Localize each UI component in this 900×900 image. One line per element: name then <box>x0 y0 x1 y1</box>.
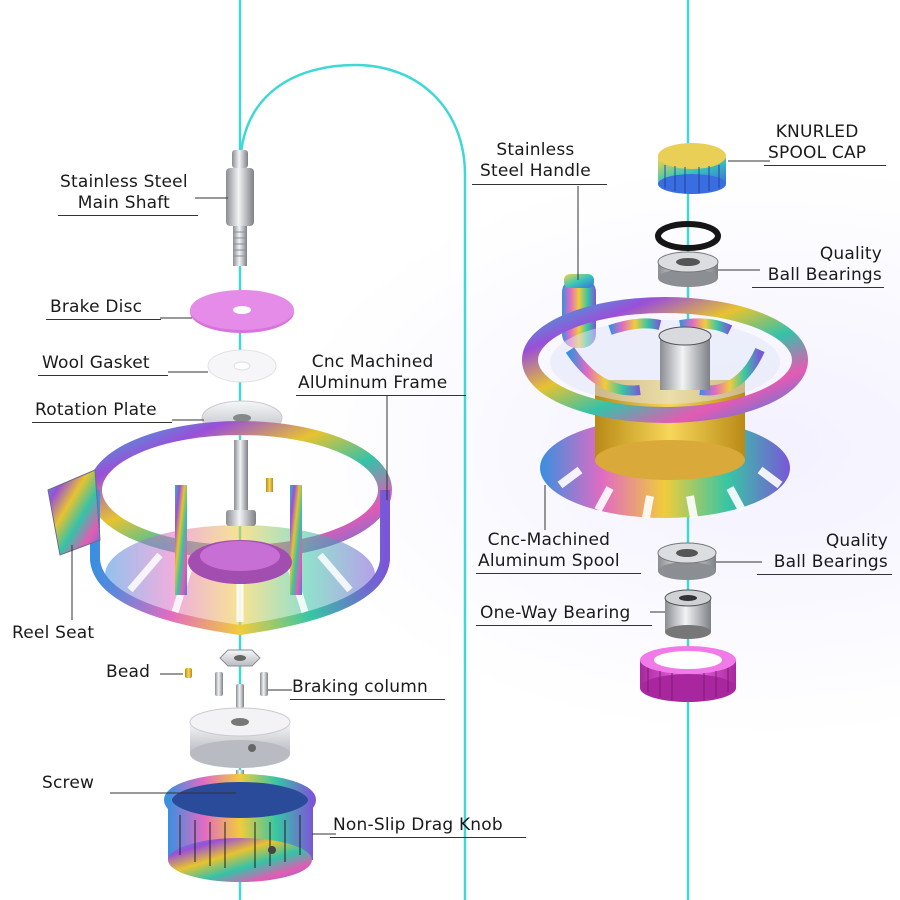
label-rotation-plate: Rotation Plate <box>35 400 157 420</box>
label-main-shaft-line2: Main Shaft <box>77 193 171 213</box>
label-screw: Screw <box>42 773 95 793</box>
label-wool-gasket: Wool Gasket <box>42 353 150 373</box>
underline-spool <box>476 573 641 574</box>
label-bearings-bottom-line1: Quality <box>825 531 888 551</box>
label-spool: Cnc-Machined Aluminum Spool <box>478 530 620 572</box>
top-ball-bearing-part <box>657 251 719 287</box>
fishing-line-loop <box>238 63 467 900</box>
underline-handle <box>472 184 607 185</box>
leader-lines <box>71 160 770 835</box>
label-spool-line2: Aluminum Spool <box>478 551 620 571</box>
label-spool-cap-line1: KNURLED <box>775 122 859 142</box>
label-spool-cap: KNURLED SPOOL CAP <box>768 122 866 164</box>
underline-bearings-bottom <box>757 574 892 575</box>
label-bearings-bottom: Quality Ball Bearings <box>774 531 888 573</box>
bottom-ball-bearing-part <box>657 542 717 580</box>
label-frame-line1: Cnc Machined <box>311 352 434 372</box>
spool-cap-part <box>658 143 726 194</box>
drag-knob-part <box>164 774 316 882</box>
label-handle-line1: Stainless <box>496 140 575 160</box>
underline-frame <box>296 395 466 396</box>
label-frame-line2: AlUminum Frame <box>298 373 448 393</box>
underline-bearings-top <box>752 287 884 288</box>
underline-main-shaft <box>58 215 198 216</box>
underline-rotation-plate <box>32 422 172 423</box>
label-bearings-top-line2: Ball Bearings <box>767 265 882 285</box>
drag-base-part <box>189 707 291 768</box>
o-ring-part <box>655 221 721 251</box>
braking-columns-part <box>215 672 268 708</box>
underline-one-way-bearing <box>476 625 652 626</box>
underline-drag-knob <box>330 837 526 838</box>
spool-part <box>522 297 808 519</box>
label-handle-line2: Steel Handle <box>480 161 591 181</box>
label-spool-line1: Cnc-Machined <box>487 530 611 550</box>
label-reel-seat: Reel Seat <box>12 623 95 643</box>
brake-disc-part <box>190 290 294 333</box>
label-main-shaft: Stainless Steel Main Shaft <box>60 172 188 214</box>
label-spool-cap-line2: SPOOL CAP <box>768 143 867 163</box>
label-handle: Stainless Steel Handle <box>480 140 591 182</box>
label-brake-disc: Brake Disc <box>50 297 143 317</box>
main-shaft-part <box>226 150 254 266</box>
underline-braking-column <box>290 699 445 700</box>
wool-gasket-part <box>207 349 277 383</box>
label-bead: Bead <box>106 662 151 682</box>
label-frame: Cnc Machined AlUminum Frame <box>298 352 447 394</box>
bead-part <box>185 668 192 678</box>
one-way-bearing-part <box>664 589 712 639</box>
label-bearings-top: Quality Ball Bearings <box>768 244 882 286</box>
label-drag-knob: Non-Slip Drag Knob <box>333 815 503 835</box>
label-one-way-bearing: One-Way Bearing <box>480 603 631 623</box>
underline-wool-gasket <box>38 375 168 376</box>
hex-nut-part <box>219 649 261 667</box>
aluminum-frame-part <box>47 421 392 636</box>
underline-spool-cap <box>764 165 886 166</box>
label-bearings-top-line1: Quality <box>819 244 882 264</box>
label-main-shaft-line1: Stainless Steel <box>60 172 188 192</box>
label-braking-column: Braking column <box>292 677 428 697</box>
drag-ring-part <box>640 646 736 702</box>
label-bearings-bottom-line2: Ball Bearings <box>773 552 888 572</box>
underline-brake-disc <box>46 319 161 320</box>
